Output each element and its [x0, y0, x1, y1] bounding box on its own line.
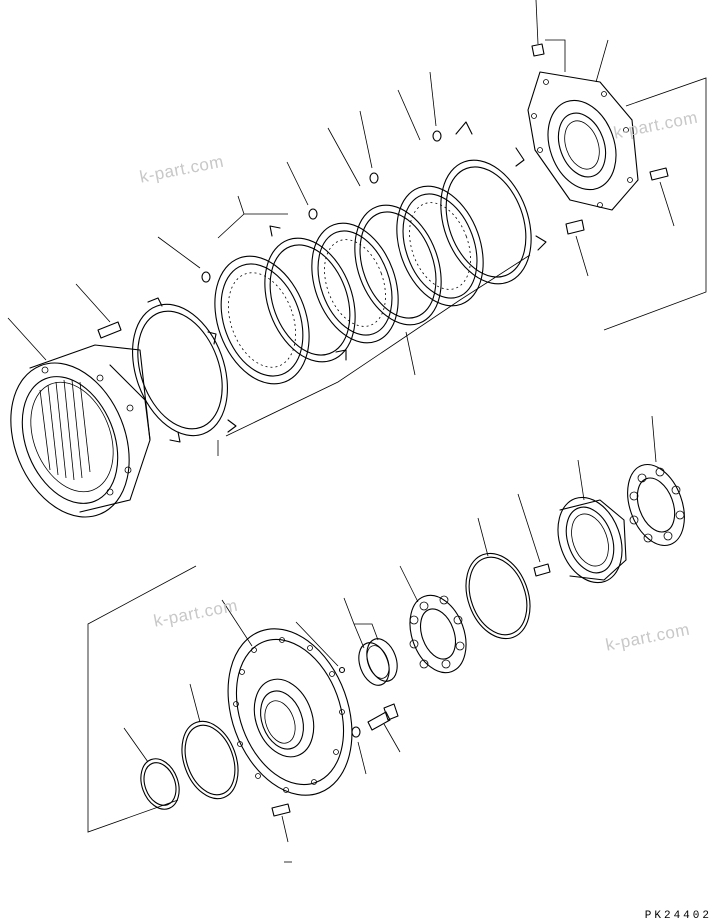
leader-bolt	[535, 0, 539, 45]
spring-clip	[308, 208, 318, 220]
leader-carrier	[221, 599, 253, 647]
leader-snap-ring-2	[123, 727, 149, 763]
retainer-housing	[557, 496, 627, 584]
group-bracket	[217, 89, 531, 456]
carrier-housing	[227, 628, 353, 796]
dowel-pin	[533, 563, 551, 577]
clutch-housing	[10, 344, 151, 518]
leader-clip-2	[359, 110, 373, 169]
friction-disc	[311, 222, 399, 344]
assembly-bracket-right	[603, 77, 707, 331]
leader-o-ring-2	[189, 683, 201, 723]
leader-ball	[295, 621, 339, 667]
separator-plate	[264, 225, 356, 363]
bracket-bolt	[545, 39, 566, 72]
o-ring	[181, 720, 239, 800]
leader-clip-1	[286, 161, 309, 206]
snap-ring	[140, 758, 180, 810]
friction-disc	[396, 185, 484, 307]
leader-housing	[7, 317, 47, 361]
bolt	[531, 43, 545, 57]
leader-o-ring-1	[477, 517, 489, 557]
snap-ring-small	[201, 271, 211, 283]
leader-bolt-2	[383, 723, 401, 753]
leader-pin-2	[659, 181, 675, 227]
pressure-plate	[440, 121, 547, 285]
leader-snap-ring	[157, 236, 201, 269]
leader-bearing-2	[399, 565, 419, 603]
seal-ring-pair	[358, 638, 398, 686]
dowel-pin	[565, 219, 585, 235]
cover-flange	[527, 71, 639, 211]
ball-bearing	[409, 594, 467, 674]
dowel-pin	[97, 321, 122, 339]
leader-pin-3	[575, 235, 589, 277]
leader-pin-5	[281, 815, 289, 843]
leader-washer	[357, 741, 367, 775]
end-plate	[132, 297, 237, 443]
steel-ball	[338, 666, 346, 674]
leader-pin	[75, 283, 111, 323]
leader-cover	[595, 39, 609, 83]
o-ring	[465, 552, 531, 640]
friction-disc	[214, 255, 310, 385]
dowel-pin	[271, 803, 291, 817]
dowel-pin	[649, 167, 669, 181]
spring-clip	[369, 172, 379, 184]
leader-seal-rings	[343, 597, 379, 649]
separator-plate	[354, 204, 442, 326]
assembly-bracket-left	[87, 565, 197, 833]
spring-clip	[432, 130, 442, 142]
bolt-with-washer	[351, 703, 399, 738]
leader-pin-4	[517, 493, 541, 563]
leader-retainer	[577, 459, 585, 501]
leader-clip-3	[429, 71, 437, 127]
leader-bearing-1	[651, 415, 657, 463]
ball-bearing	[627, 463, 685, 547]
drawing-code: PK24402	[644, 910, 712, 922]
